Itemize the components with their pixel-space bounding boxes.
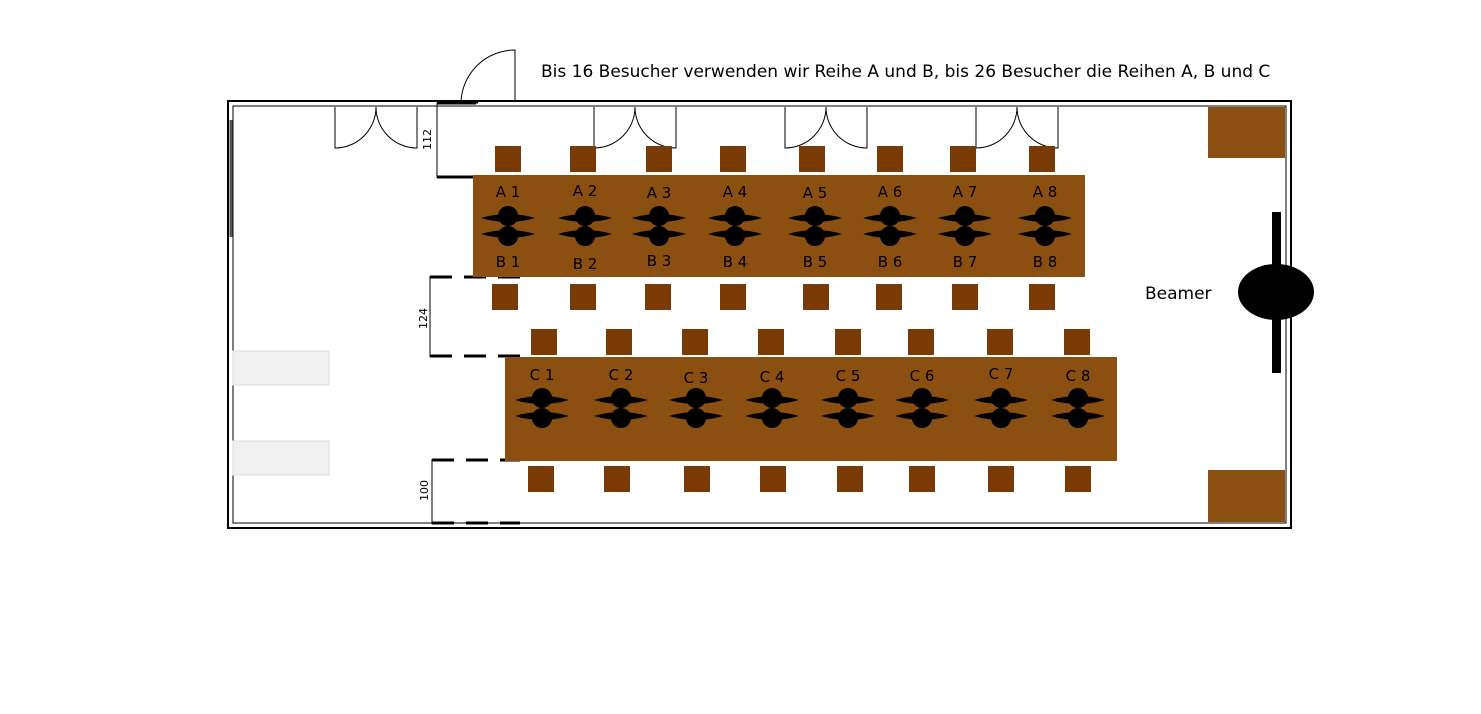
cabinet-top-right (1208, 107, 1285, 158)
chair (988, 466, 1014, 492)
chair (877, 146, 903, 172)
chair (950, 146, 976, 172)
seat-marker (863, 206, 917, 246)
chair (604, 466, 630, 492)
seat-label: C 8 (1066, 367, 1091, 385)
seat-marker (788, 206, 842, 246)
chair (495, 146, 521, 172)
chair (987, 329, 1013, 355)
cabinet-bottom-right (1208, 470, 1285, 522)
seat-marker (1018, 206, 1072, 246)
seat-label: B 1 (496, 253, 521, 271)
seat-label: C 7 (989, 365, 1014, 383)
chair (531, 329, 557, 355)
chair (908, 329, 934, 355)
seat-label: B 7 (953, 253, 978, 271)
side-table-2 (232, 440, 330, 476)
chairs (492, 146, 1091, 492)
seat-label: C 4 (760, 368, 785, 386)
dimension-middle: 124 (417, 308, 430, 329)
seat-label: A 2 (573, 182, 598, 200)
seat-label: B 3 (647, 252, 672, 270)
seat-marker (632, 206, 686, 246)
chair (1064, 329, 1090, 355)
chair (803, 284, 829, 310)
seat-label: B 4 (723, 253, 748, 271)
chair (606, 329, 632, 355)
chair (1029, 146, 1055, 172)
chair (570, 146, 596, 172)
chair (876, 284, 902, 310)
seat-label: C 6 (910, 367, 935, 385)
seat-marker (515, 388, 569, 428)
table-c (505, 357, 1117, 461)
seat-marker (821, 388, 875, 428)
seat-label: A 5 (803, 184, 828, 202)
seat-label: C 1 (530, 366, 555, 384)
table-ab (473, 175, 1085, 277)
dimension-top: 112 (421, 129, 434, 150)
room-walls (227, 100, 1292, 529)
chair (570, 284, 596, 310)
entrance-door (460, 49, 516, 104)
seat-label: A 7 (953, 183, 978, 201)
chair (492, 284, 518, 310)
seat-marker (558, 206, 612, 246)
chair (952, 284, 978, 310)
seat-marker (938, 206, 992, 246)
caption: Bis 16 Besucher verwenden wir Reihe A un… (541, 62, 1271, 82)
seat-marker (974, 388, 1028, 428)
dimension-bottom: 100 (418, 480, 431, 501)
seat-marker (594, 388, 648, 428)
chair (684, 466, 710, 492)
chair (645, 284, 671, 310)
chair (835, 329, 861, 355)
seat-label: C 3 (684, 369, 709, 387)
chair (720, 146, 746, 172)
seat-label: C 5 (836, 367, 861, 385)
beamer-label: Beamer (1145, 284, 1212, 304)
seat-marker (745, 388, 799, 428)
chair (760, 466, 786, 492)
beamer-icon (1238, 212, 1314, 373)
chair (1029, 284, 1055, 310)
chair (909, 466, 935, 492)
chair (758, 329, 784, 355)
seat-label: B 2 (573, 255, 598, 273)
seat-label: B 5 (803, 253, 828, 271)
seat-label: A 1 (496, 183, 521, 201)
seat-label: C 2 (609, 366, 634, 384)
chair (682, 329, 708, 355)
seat-marker (895, 388, 949, 428)
chair (646, 146, 672, 172)
seat-label: A 3 (647, 184, 672, 202)
side-table-1 (232, 350, 330, 386)
seat-labels: A 1 A 2 A 3 A 4 A 5 A 6 A 7 A 8 B 1 B 2 B 3 B 4 B 5 B… (496, 182, 1091, 387)
seat-marker (481, 206, 535, 246)
seat-marker (669, 388, 723, 428)
seat-label: A 8 (1033, 183, 1058, 201)
seat-markers (481, 206, 1105, 428)
seat-marker (1051, 388, 1105, 428)
seat-marker (708, 206, 762, 246)
chair (837, 466, 863, 492)
seat-label: B 8 (1033, 253, 1058, 271)
chair (799, 146, 825, 172)
chair (720, 284, 746, 310)
seat-label: A 4 (723, 183, 748, 201)
outer-wall (227, 100, 1292, 529)
seat-label: B 6 (878, 253, 903, 271)
chair (528, 466, 554, 492)
double-doors (334, 106, 1059, 149)
seat-label: A 6 (878, 183, 903, 201)
chair (1065, 466, 1091, 492)
